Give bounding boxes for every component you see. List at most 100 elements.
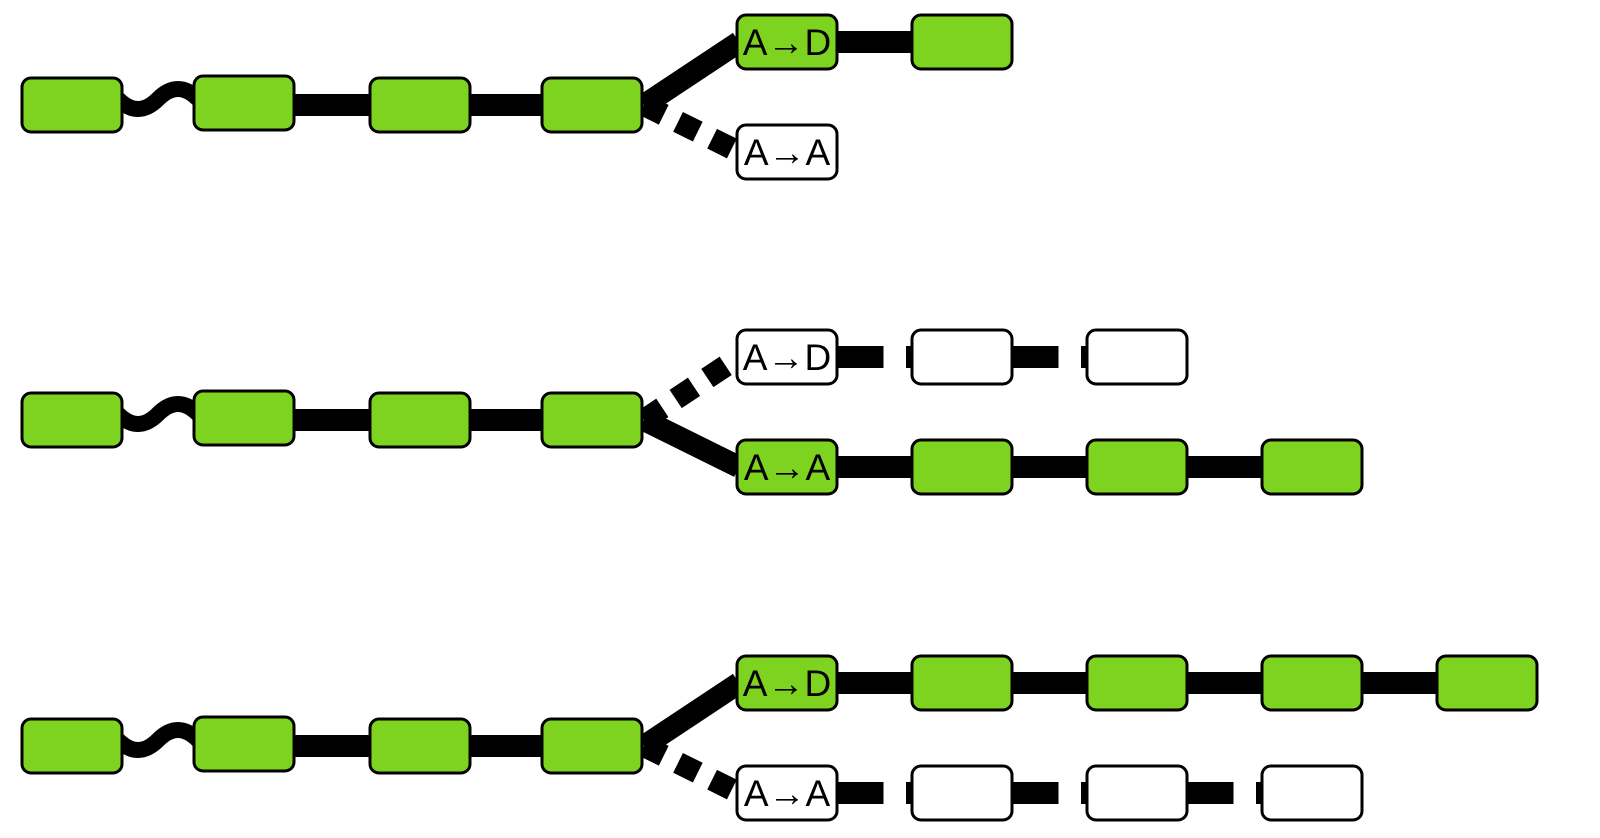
block-label: A→A <box>744 132 831 173</box>
branch-block-2 <box>1085 438 1189 496</box>
block-rect <box>368 391 472 449</box>
scenario-2: A→D A→A <box>20 328 1364 496</box>
link-stub <box>1187 782 1234 804</box>
branch-upper: A→D <box>735 328 1189 386</box>
trunk-block-4 <box>540 717 644 775</box>
block-rect <box>910 328 1014 386</box>
block-rect <box>910 654 1014 712</box>
trunk-block-2 <box>192 715 296 773</box>
trunk-block-2 <box>192 389 296 447</box>
block-rect <box>1260 438 1364 496</box>
trunk-block-1 <box>20 717 124 775</box>
branch-head-block: A→A <box>735 438 839 496</box>
block-rect <box>540 391 644 449</box>
link-stub <box>1012 782 1059 804</box>
block-rect <box>1260 654 1364 712</box>
branch-head-block: A→D <box>735 328 839 386</box>
block-rect <box>1085 438 1189 496</box>
block-rect <box>368 717 472 775</box>
scenario-3: A→D A→A <box>20 654 1539 822</box>
branch-block-1 <box>910 654 1014 712</box>
branch-upper: A→D <box>735 13 1014 71</box>
block-rect <box>1435 654 1539 712</box>
wavy-link <box>110 81 206 117</box>
block-rect <box>192 74 296 132</box>
block-rect <box>20 391 124 449</box>
wavy-link <box>110 396 206 432</box>
branch-head-block: A→D <box>735 654 839 712</box>
broken-chain-link <box>1012 346 1087 368</box>
branch-upper: A→D <box>735 654 1539 712</box>
block-rect <box>1260 764 1364 822</box>
trunk-block-4 <box>540 76 644 134</box>
block-rect <box>910 438 1014 496</box>
branch-link-upper <box>637 673 746 756</box>
block-rect <box>735 123 839 181</box>
branch-link-upper <box>637 347 746 430</box>
branch-block-1 <box>910 764 1014 822</box>
block-rect <box>20 76 124 134</box>
trunk-block-4 <box>540 391 644 449</box>
branch-link-lower <box>639 95 744 162</box>
broken-chain-link <box>1012 782 1087 804</box>
block-rect <box>192 389 296 447</box>
block-rect <box>540 717 644 775</box>
branch-block-2 <box>1085 764 1189 822</box>
branch-block-2 <box>1085 328 1189 386</box>
branch-head-block: A→A <box>735 123 839 181</box>
block-label: A→D <box>743 22 831 63</box>
block-rect <box>540 76 644 134</box>
wavy-link <box>110 722 206 758</box>
branch-link-lower <box>639 410 744 477</box>
block-rect <box>735 654 839 712</box>
block-rect <box>910 764 1014 822</box>
block-rect <box>368 76 472 134</box>
broken-chain-link <box>837 782 912 804</box>
link-tick <box>1256 782 1262 804</box>
trunk-block-3 <box>368 76 472 134</box>
trunk-block-1 <box>20 391 124 449</box>
block-label: A→A <box>744 447 831 488</box>
link-tick <box>906 782 912 804</box>
branch-lower: A→A <box>735 438 1364 496</box>
branch-link-lower <box>639 736 744 803</box>
trunk-block-1 <box>20 76 124 134</box>
link-stub <box>837 346 884 368</box>
block-rect <box>1085 328 1189 386</box>
block-rect <box>192 715 296 773</box>
block-rect <box>735 328 839 386</box>
branch-block-3 <box>1260 438 1364 496</box>
link-stub <box>1012 346 1059 368</box>
branch-head-block: A→A <box>735 764 839 822</box>
block-rect <box>735 438 839 496</box>
block-rect <box>1085 654 1189 712</box>
branch-block-1 <box>910 13 1014 71</box>
branch-lower: A→A <box>735 123 839 181</box>
broken-chain-link <box>837 346 912 368</box>
broken-chain-link <box>1187 782 1262 804</box>
block-rect <box>735 13 839 71</box>
branch-block-3 <box>1260 764 1364 822</box>
block-rect <box>1085 764 1189 822</box>
branch-block-2 <box>1085 654 1189 712</box>
branch-lower: A→A <box>735 764 1364 822</box>
block-label: A→D <box>743 663 831 704</box>
link-tick <box>1081 782 1087 804</box>
block-label: A→D <box>743 337 831 378</box>
branch-block-1 <box>910 438 1014 496</box>
trunk-block-3 <box>368 717 472 775</box>
link-tick <box>906 346 912 368</box>
branch-block-4 <box>1435 654 1539 712</box>
block-rect <box>20 717 124 775</box>
branch-head-block: A→D <box>735 13 839 71</box>
block-label: A→A <box>744 773 831 814</box>
branch-block-3 <box>1260 654 1364 712</box>
link-stub <box>837 782 884 804</box>
link-tick <box>1081 346 1087 368</box>
scenario-1: A→D A→A <box>20 13 1014 181</box>
trunk-block-2 <box>192 74 296 132</box>
block-rect <box>910 13 1014 71</box>
block-rect <box>735 764 839 822</box>
trunk-block-3 <box>368 391 472 449</box>
